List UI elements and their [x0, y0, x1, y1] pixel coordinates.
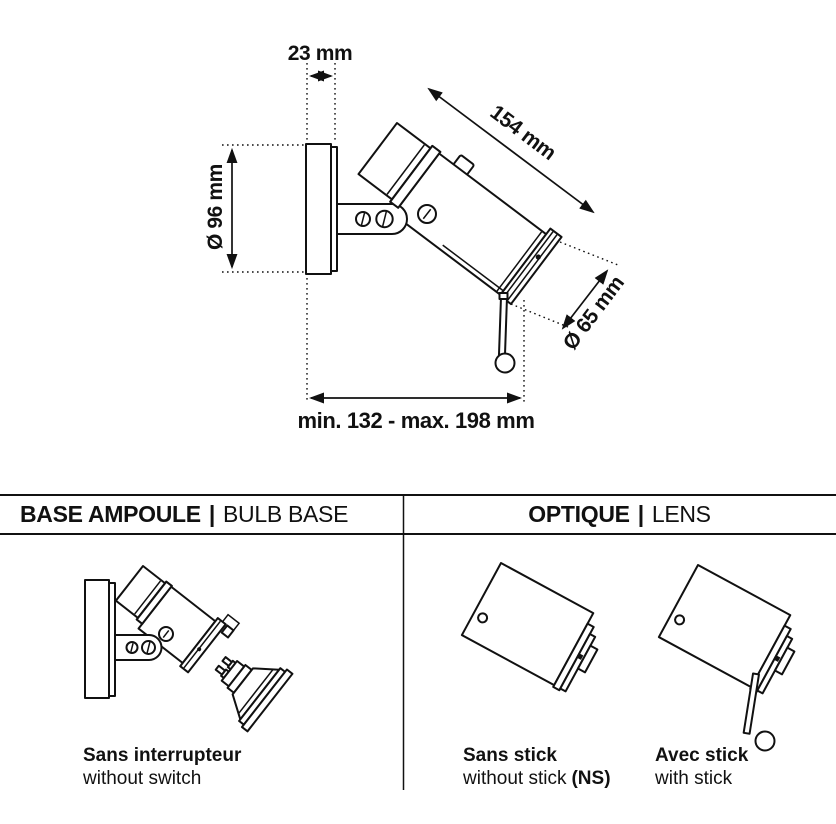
side-view-drawing: 23 mm Ø 96 mm 154 mm Ø 65 mm min. 132 - … — [204, 42, 629, 433]
caption-no-stick-en: without stick(NS) — [463, 768, 611, 789]
lens-header: OPTIQUE | LENS — [403, 495, 836, 534]
caption-no-stick-fr: Sans stick — [463, 745, 557, 766]
bulb-base-header-en: BULB BASE — [222, 501, 349, 527]
lens-body-with-stick — [656, 564, 810, 752]
stick-rod — [742, 672, 760, 735]
plate-depth-label: 23 mm — [288, 42, 353, 65]
dimension-lines — [226, 70, 609, 404]
mounting-bracket — [336, 203, 408, 235]
stick-ball — [754, 730, 776, 752]
option-no-switch-drawing — [84, 565, 294, 733]
pull-stick — [494, 292, 516, 374]
plate-diameter-label: Ø 96 mm — [204, 164, 227, 250]
bezel-screw — [535, 254, 541, 260]
wall-plate — [305, 143, 338, 275]
body-hole — [477, 612, 489, 624]
dimension-line-body-length — [427, 87, 595, 214]
lens-body-without-stick — [460, 562, 599, 693]
bulb-base-header: BASE AMPOULE | BULB BASE — [20, 495, 348, 534]
caption-no-stick: Sans stick without stick(NS) — [463, 744, 611, 790]
wall-plate-small — [84, 579, 110, 699]
extension-lines — [222, 63, 619, 403]
gu10-bulb — [214, 656, 294, 733]
header-separator: | — [208, 501, 215, 527]
reach-label: min. 132 - max. 198 mm — [298, 408, 535, 433]
caption-with-stick-fr: Avec stick — [655, 745, 749, 766]
caption-with-stick-en: with stick — [655, 768, 733, 789]
caption-no-switch-fr: Sans interrupteur — [83, 745, 242, 766]
caption-with-stick: Avec stick with stick — [655, 744, 748, 790]
socket-tab — [221, 613, 241, 631]
stick-ball — [494, 352, 516, 374]
header-separator: | — [637, 501, 644, 527]
side-clip — [576, 644, 599, 674]
dimension-line-head-diameter — [561, 269, 609, 330]
caption-no-switch: Sans interrupteur without switch — [83, 744, 241, 790]
table-rules — [0, 494, 836, 790]
bulb-base-header-fr: BASE AMPOULE — [20, 501, 201, 527]
lens-header-fr: OPTIQUE — [528, 501, 630, 527]
lens-header-en: LENS — [651, 501, 711, 527]
bulb-face-rim — [240, 668, 294, 733]
caption-no-switch-en: without switch — [83, 768, 202, 789]
body-length-label: 154 mm — [486, 101, 560, 165]
head-diameter-label: Ø 65 mm — [559, 272, 629, 354]
